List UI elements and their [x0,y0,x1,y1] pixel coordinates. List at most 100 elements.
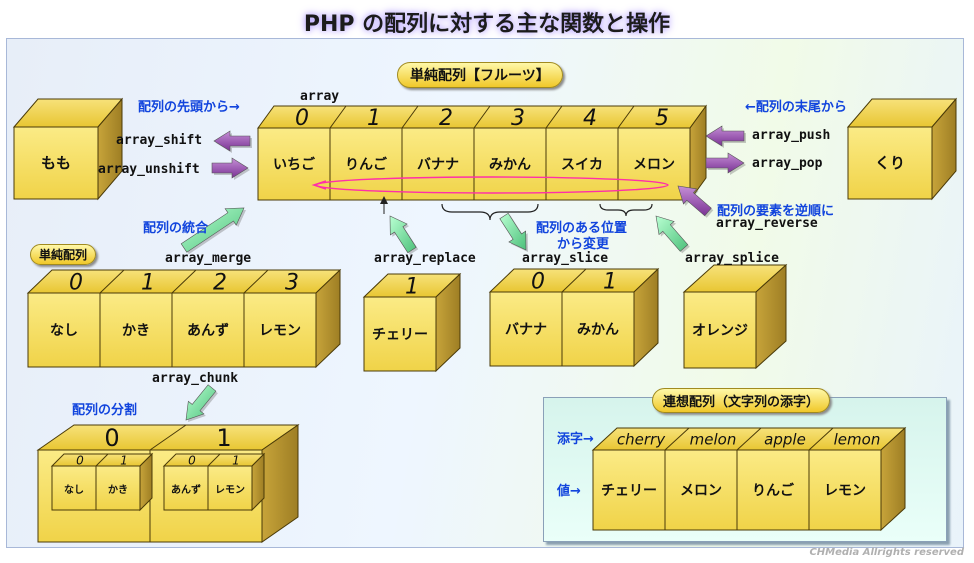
func-array-reverse: array_reverse [716,216,818,231]
replace-array-value: チェリー [372,327,428,343]
page-title: PHP の配列に対する主な関数と操作 [303,12,671,37]
chunk-inner-0-cell [95,465,141,511]
main-array-index: 0 [295,106,309,131]
assoc-array-index: apple [764,430,806,448]
main-array-top-divider [545,105,563,129]
cube-left-cell [13,126,99,200]
assoc-array-index: cherry [617,430,666,448]
assoc-array-top-divider [808,427,834,451]
func-array-push: array_push [752,128,831,143]
slice-array-cell [561,291,635,367]
chunk-inner-0-index: 0 [76,453,84,467]
splice-array-value: オレンジ [692,323,748,339]
chunk-inner-1-value: レモン [215,485,245,496]
label-position-change-1: 配列のある位置 [536,221,628,236]
label-from-head: 配列の先頭から→ [138,100,240,115]
slice-array-cell [489,291,563,367]
arrow-push-icon [705,125,745,147]
label-array: array [300,89,340,104]
merge-array-value: なし [50,323,78,339]
cubes-layer [12,97,958,543]
arrow-splice-icon [655,215,689,252]
chunk-inner-1-index: 1 [232,453,240,467]
merge-array-value: レモン [259,323,301,339]
arrow-reverse-icon [677,185,712,217]
main-array-top-divider [617,105,635,129]
slice-array-value: みかん [577,322,619,338]
label-chunk: 配列の分割 [72,403,138,418]
assoc-array-cell [664,449,738,531]
main-array-value: いちご [273,156,316,173]
chunk-outer-index: 1 [216,424,231,452]
assoc-array-value: メロン [680,483,722,499]
chunk-inner-1-cell [207,465,253,511]
main-array-value: バナナ [417,157,459,173]
main-array-cell [257,127,331,201]
merge-array-cell [243,292,317,368]
slice-array-index: 1 [603,269,617,294]
func-array-pop: array_pop [752,156,823,171]
main-array-top-divider [329,105,347,129]
chunk-inner-0-value: なし [64,484,84,496]
chunk-inner-1-value: あんず [171,483,201,496]
replace-array-index: 1 [405,274,419,299]
main-array-index: 5 [655,106,669,131]
section-simple-fruit: 単純配列【フルーツ】 [397,62,563,88]
main-array-value: みかん [489,157,531,173]
assoc-array-top-divider [736,427,762,451]
arrow-chunk-icon [185,384,217,421]
main-array-top-divider [401,105,419,129]
merge-array-value: あんず [187,322,229,339]
replace-array-cell [363,296,437,372]
cube-right-cell [847,126,933,200]
arrow-merge-icon [180,207,245,253]
func-array-slice: array_slice [522,251,609,266]
main-array-index: 1 [367,106,381,131]
arrow-unshift-icon [211,157,249,179]
label-value: 値→ [557,484,581,499]
merge-array-top-divider [171,269,197,294]
func-array-chunk: array_chunk [152,371,239,386]
label-reverse: 配列の要素を逆順に [717,204,835,219]
arrow-pop-icon [705,152,745,174]
label-from-tail: ←配列の末尾から [745,100,847,115]
label-merge: 配列の統合 [143,221,209,236]
merge-array-cell [99,292,173,368]
func-array-merge: array_merge [165,251,252,266]
section-assoc: 連想配列（文字列の添字） [652,388,831,413]
merge-array-index: 2 [213,270,227,295]
brace-splice [599,203,653,217]
copyright-text: CHMedia Allrights reserved [809,547,964,558]
func-array-unshift: array_unshift [98,162,200,177]
func-array-splice: array_splice [685,251,779,266]
label-key: 添字→ [557,432,594,447]
merge-array-index: 3 [285,270,299,295]
main-array-index: 3 [511,106,525,131]
chunk-inner-0-top-divider [95,453,109,467]
chunk-outer-index: 0 [104,424,119,452]
assoc-array-value: チェリー [601,483,657,499]
main-array-cell [473,127,547,201]
main-array-top-divider [473,105,491,129]
text-layer: 0いちご1りんご2バナナ3みかん4スイカ5メロンももくり0なし1かき2あんず3レ… [41,106,905,499]
func-array-shift: array_shift [116,133,203,148]
main-array-cell [401,127,475,201]
main-array-index: 4 [583,106,597,131]
label-position-change-2: から変更 [557,237,610,252]
main-array-value: りんご [345,156,388,173]
merge-array-top-divider [243,269,269,294]
main-array-value: スイカ [561,157,603,173]
assoc-array-index: melon [690,430,737,448]
slice-array-value: バナナ [505,322,547,338]
reverse-loop-head-icon [311,180,327,190]
assoc-array-cell [808,449,882,531]
assoc-array-index: lemon [834,430,881,448]
chunk-inner-1-index: 0 [188,453,196,467]
cube-left-value: もも [41,154,71,172]
assoc-array-value: レモン [824,483,866,499]
main-array-value: メロン [633,157,675,173]
arrow-replace-icon [389,215,417,254]
chunk-outer-top-divider [149,424,187,451]
assoc-array-top-divider [664,427,690,451]
chunk-inner-1-top-divider [207,453,221,467]
